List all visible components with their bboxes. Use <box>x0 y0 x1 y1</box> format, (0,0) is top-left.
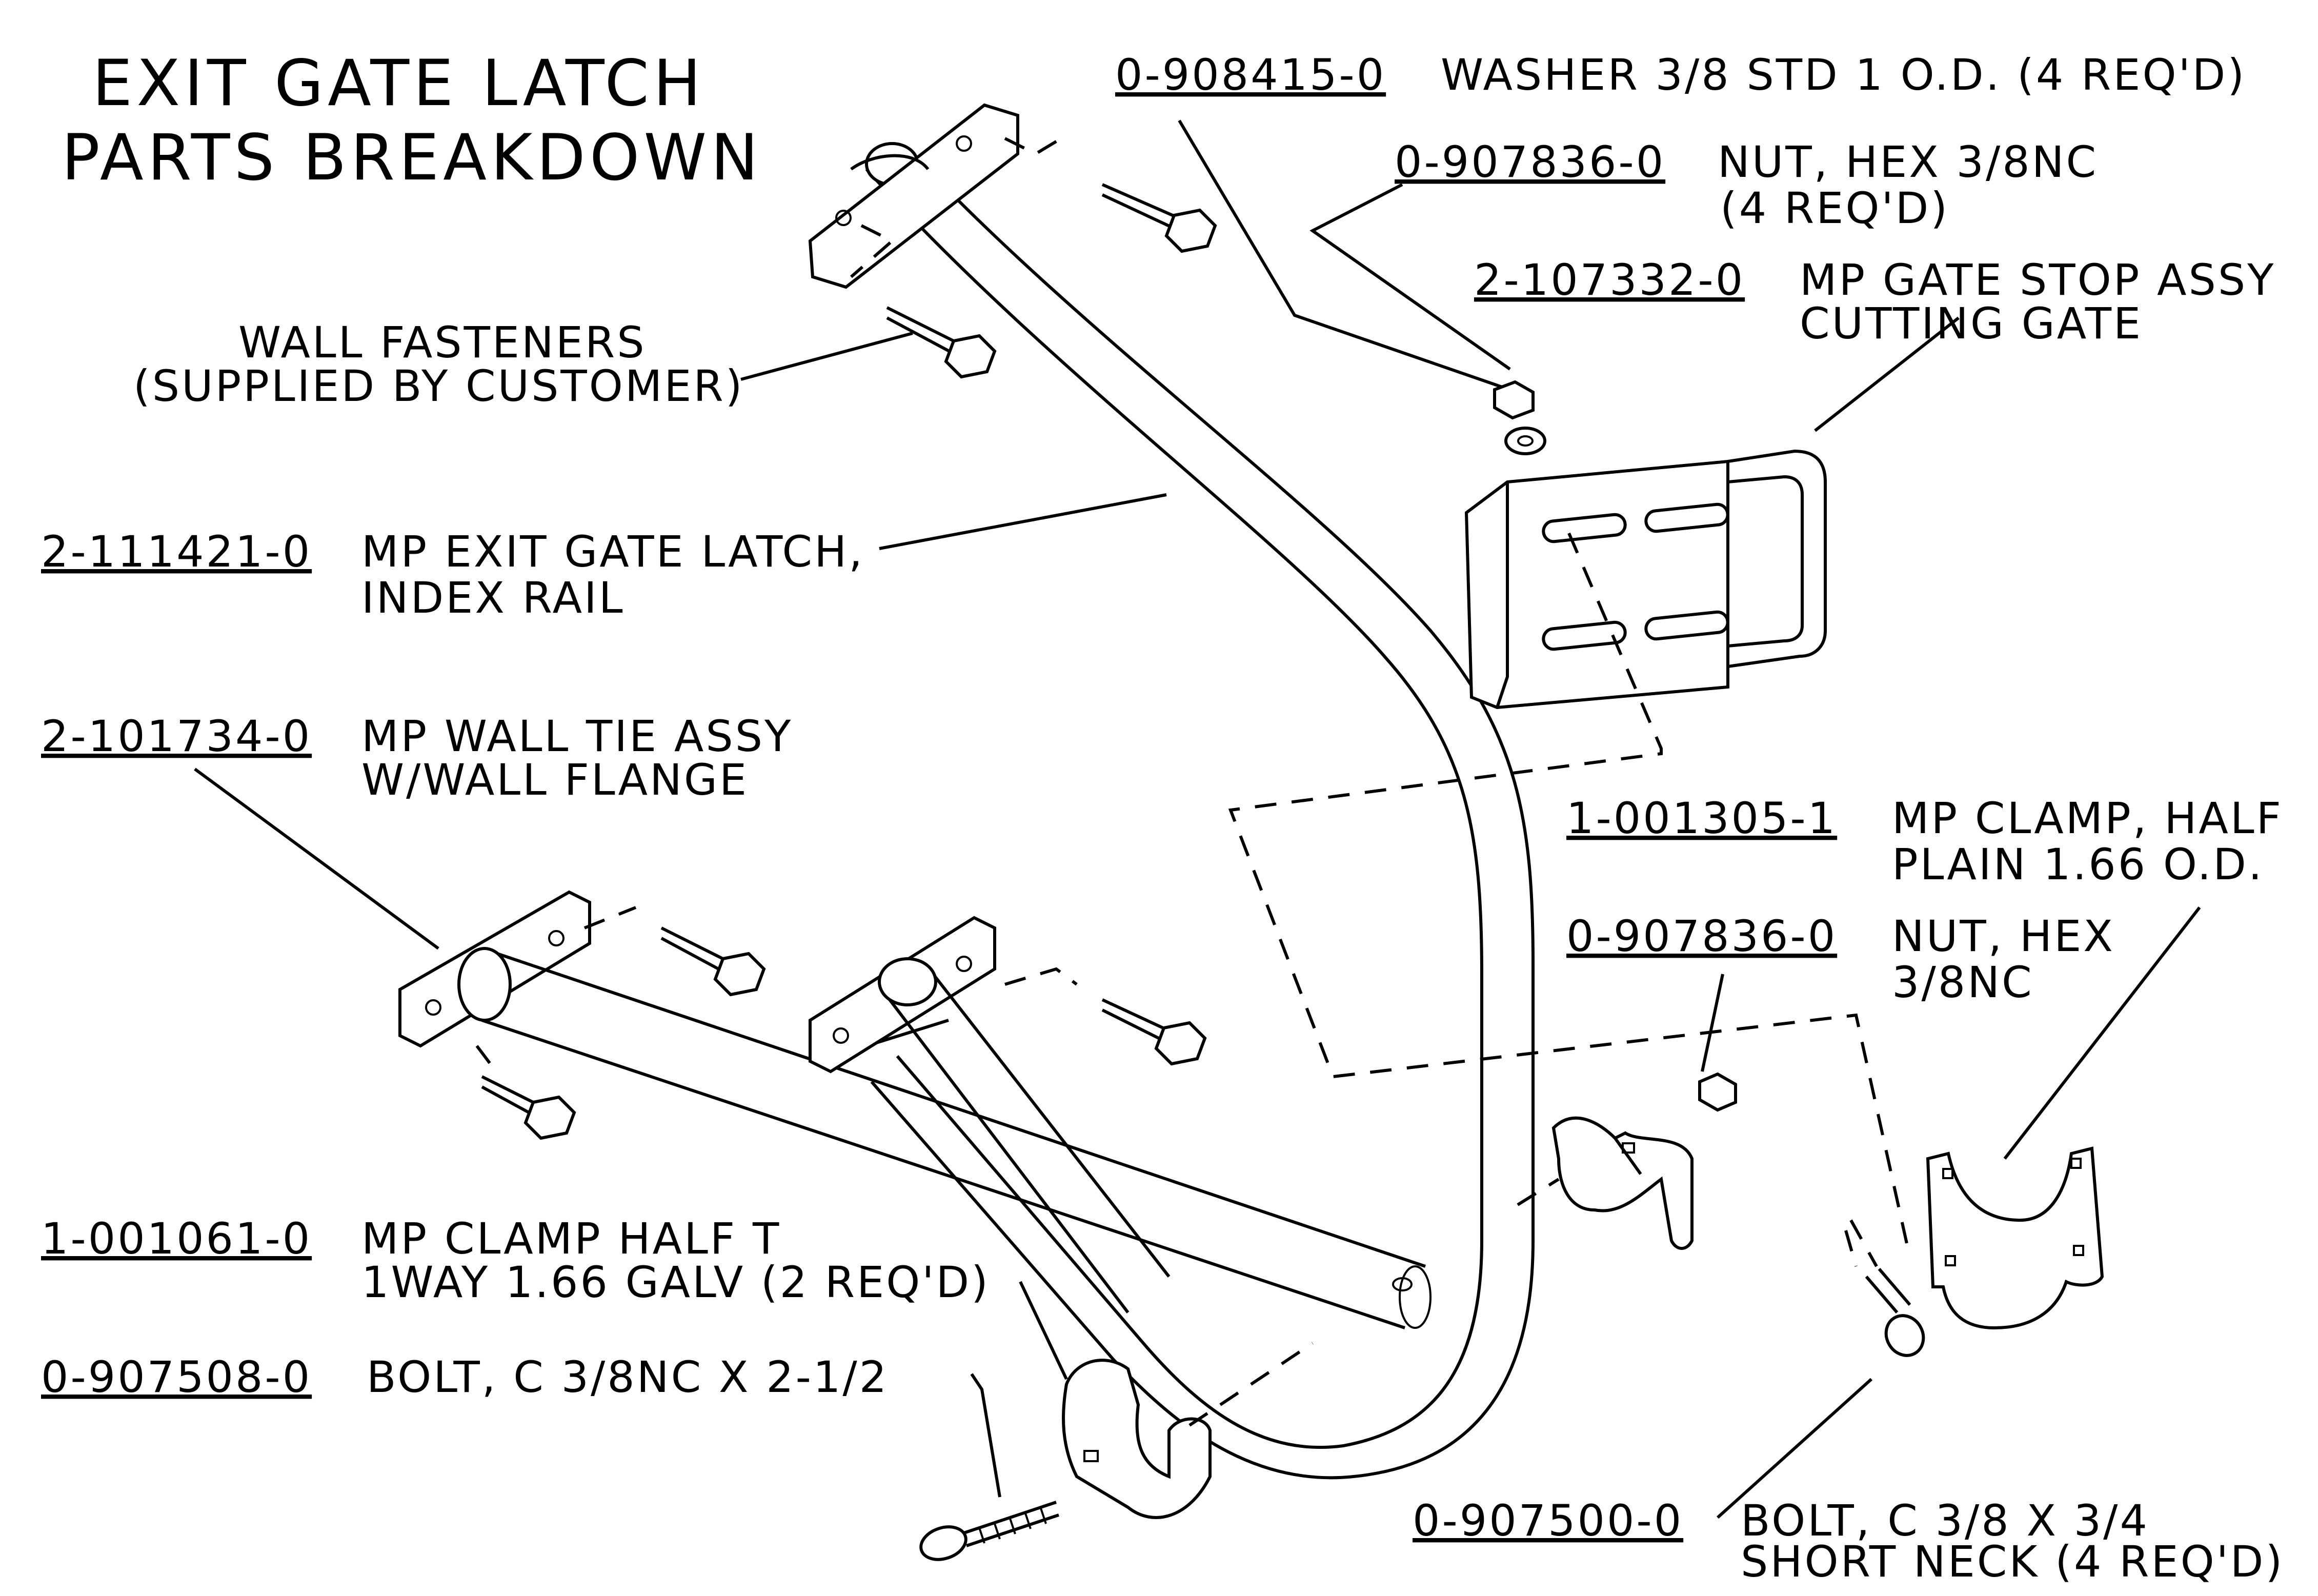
bolt-short-line-2: SHORT NECK (4 REQ'D) <box>1741 1537 2284 1587</box>
wall-tie-line-1: MP WALL TIE ASSY <box>361 711 793 761</box>
gate-stop-line-1: MP GATE STOP ASSY <box>1800 255 2275 305</box>
leader-lines <box>194 119 2201 1519</box>
wall-fasteners-line-2: (SUPPLIED BY CUSTOMER) <box>133 361 744 411</box>
gate-stop-line-2: CUTTING GATE <box>1800 298 2143 349</box>
wall-tie-assembly <box>398 890 1432 1329</box>
callout-index-rail: 2-111421-0 MP EXIT GATE LATCH, INDEX RAI… <box>41 527 864 623</box>
callout-wall-tie: 2-101734-0 MP WALL TIE ASSY W/WALL FLANG… <box>41 711 793 805</box>
lag-screw-mid-1 <box>660 926 766 997</box>
title-line-1: EXIT GATE LATCH <box>92 47 705 120</box>
nut-single-line-2: 3/8NC <box>1892 957 2034 1007</box>
nut-4-part-number: 0-907836-0 <box>1395 137 1665 187</box>
carriage-bolt-long <box>919 1501 1059 1561</box>
washer-upper <box>1504 427 1546 455</box>
lag-screw-top-left <box>886 306 997 379</box>
gate-stop-part-number: 2-107332-0 <box>1474 255 1745 305</box>
assembly-centerlines <box>1188 532 1909 1427</box>
wall-fastener-screws <box>475 137 1217 1140</box>
callout-bolt-short-neck: 0-907500-0 BOLT, C 3/8 X 3/4 SHORT NECK … <box>1413 1496 2284 1587</box>
bolt-short-line-1: BOLT, C 3/8 X 3/4 <box>1741 1496 2149 1546</box>
index-rail-line-1: MP EXIT GATE LATCH, <box>361 527 864 577</box>
clamp-plain-line-1: MP CLAMP, HALF <box>1892 793 2283 843</box>
hex-nut-upper <box>1493 380 1535 420</box>
clamp-half-t-upper <box>1551 1116 1694 1250</box>
top-wall-flange <box>808 103 1019 289</box>
callout-nut-4: 0-907836-0 NUT, HEX 3/8NC (4 REQ'D) <box>1395 137 2098 233</box>
callout-clamp-half-t: 1-001061-0 MP CLAMP HALF T 1WAY 1.66 GAL… <box>41 1214 990 1307</box>
clamp-half-t-part-number: 1-001061-0 <box>41 1214 312 1264</box>
callout-washer: 0-908415-0 WASHER 3/8 STD 1 O.D. (4 REQ'… <box>1115 50 2246 100</box>
carriage-bolt-short <box>1865 1268 1925 1357</box>
title-line-2: PARTS BREAKDOWN <box>62 121 762 195</box>
clamp-plain-line-2: PLAIN 1.66 O.D. <box>1892 839 2264 890</box>
callout-gate-stop: 2-107332-0 MP GATE STOP ASSY CUTTING GAT… <box>1474 255 2275 349</box>
index-rail-line-2: INDEX RAIL <box>361 573 625 623</box>
clamp-half-plain-part <box>1926 1146 2104 1330</box>
clamp-plain-part-number: 1-001305-1 <box>1566 793 1837 843</box>
callout-wall-fasteners: WALL FASTENERS (SUPPLIED BY CUSTOMER) <box>133 317 744 411</box>
washer-line-1: WASHER 3/8 STD 1 O.D. (4 REQ'D) <box>1441 50 2246 100</box>
bolt-long-part-number: 0-907508-0 <box>41 1352 312 1402</box>
diagram-title: EXIT GATE LATCH PARTS BREAKDOWN <box>62 47 762 195</box>
index-rail-part-number: 2-111421-0 <box>41 527 312 577</box>
callout-clamp-half-plain: 1-001305-1 MP CLAMP, HALF PLAIN 1.66 O.D… <box>1566 793 2283 890</box>
wall-fasteners-line-1: WALL FASTENERS <box>238 317 647 368</box>
nut-single-line-1: NUT, HEX <box>1892 911 2115 961</box>
callout-bolt-long: 0-907508-0 BOLT, C 3/8NC X 2-1/2 <box>41 1352 889 1402</box>
nut-single-part-number: 0-907836-0 <box>1566 911 1837 961</box>
wall-tie-line-2: W/WALL FLANGE <box>361 755 749 805</box>
nut-4-line-1: NUT, HEX 3/8NC <box>1718 137 2098 187</box>
gate-stop-assembly <box>1464 449 1827 710</box>
bolt-long-line-1: BOLT, C 3/8NC X 2-1/2 <box>367 1352 889 1402</box>
washer-part-number: 0-908415-0 <box>1115 50 1386 100</box>
clamp-half-t-line-2: 1WAY 1.66 GALV (2 REQ'D) <box>361 1257 990 1307</box>
hex-nut-lower <box>1698 1072 1737 1112</box>
nut-4-line-2: (4 REQ'D) <box>1720 183 1949 233</box>
lag-screw-mid-2 <box>1101 998 1207 1066</box>
lag-screw-low-left <box>481 1075 576 1140</box>
callout-nut-single: 0-907836-0 NUT, HEX 3/8NC <box>1566 911 2115 1007</box>
lag-screw-top-right <box>1101 183 1217 253</box>
wall-tie-part-number: 2-101734-0 <box>41 711 312 761</box>
clamp-half-t-line-1: MP CLAMP HALF T <box>361 1214 781 1264</box>
bolt-short-part-number: 0-907500-0 <box>1413 1496 1683 1546</box>
